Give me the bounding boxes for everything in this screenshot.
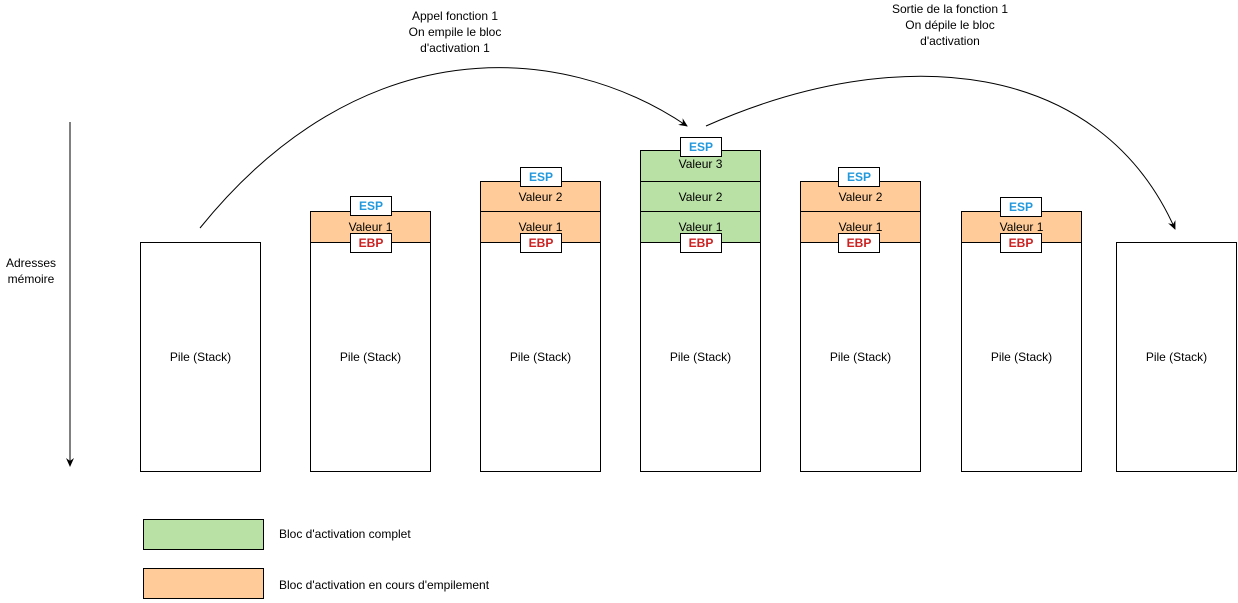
stack-1: Pile (Stack) — [140, 242, 261, 472]
esp-register: ESP — [680, 137, 722, 157]
stack-label: Pile (Stack) — [1145, 350, 1208, 364]
stack-3: Pile (Stack) — [480, 242, 601, 472]
value-2-block: Valeur 2 — [800, 181, 921, 212]
stack-7: Pile (Stack) — [1116, 242, 1237, 472]
stack-label: Pile (Stack) — [669, 350, 732, 364]
call-annotation-line: On empile le bloc — [408, 25, 502, 39]
memory-axis-label: Adresses mémoire — [0, 255, 62, 287]
call-arrow — [199, 67, 688, 229]
stack-label: Pile (Stack) — [169, 350, 232, 364]
ebp-register: EBP — [350, 233, 392, 253]
legend-swatch-in-progress — [143, 568, 264, 599]
esp-register: ESP — [838, 167, 880, 187]
esp-register: ESP — [520, 167, 562, 187]
call-annotation-line: d'activation 1 — [420, 41, 490, 55]
stack-2: Pile (Stack) — [310, 242, 431, 472]
value-label: Valeur 1 — [999, 220, 1044, 234]
value-3-block: Valeur 3 — [640, 150, 761, 182]
value-label: Valeur 1 — [678, 220, 723, 234]
value-2-block: Valeur 2 — [640, 181, 761, 212]
exit-annotation-line: On dépile le bloc — [905, 18, 995, 32]
stack-6: Pile (Stack) — [961, 242, 1082, 472]
call-annotation: Appel fonction 1 On empile le bloc d'act… — [380, 8, 530, 56]
stack-5: Pile (Stack) — [800, 242, 921, 472]
ebp-register: EBP — [1000, 233, 1042, 253]
exit-annotation-line: d'activation — [920, 34, 980, 48]
call-annotation-line: Appel fonction 1 — [411, 9, 499, 23]
exit-annotation-line: Sortie de la fonction 1 — [891, 2, 1009, 16]
value-label: Valeur 2 — [678, 189, 723, 204]
exit-annotation: Sortie de la fonction 1 On dépile le blo… — [870, 1, 1030, 49]
stack-label: Pile (Stack) — [829, 350, 892, 364]
stack-label: Pile (Stack) — [990, 350, 1053, 364]
esp-register: ESP — [350, 196, 392, 216]
esp-register: ESP — [1000, 197, 1042, 217]
value-label: Valeur 2 — [518, 189, 563, 204]
value-label: Valeur 1 — [518, 220, 563, 234]
value-label: Valeur 2 — [838, 189, 883, 204]
axis-label-line1: Adresses — [5, 256, 57, 270]
ebp-register: EBP — [520, 233, 562, 253]
value-label: Valeur 1 — [348, 220, 393, 234]
legend-label-complete: Bloc d'activation complet — [279, 527, 411, 541]
exit-arrow — [705, 75, 1176, 230]
legend-swatch-complete — [143, 519, 264, 550]
stack-4: Pile (Stack) — [640, 242, 761, 472]
stack-label: Pile (Stack) — [509, 350, 572, 364]
ebp-register: EBP — [680, 233, 722, 253]
ebp-register: EBP — [838, 233, 880, 253]
value-label: Valeur 3 — [678, 157, 723, 171]
axis-label-line2: mémoire — [7, 272, 55, 286]
legend-label-in-progress: Bloc d'activation en cours d'empilement — [279, 578, 490, 592]
value-label: Valeur 1 — [838, 220, 883, 234]
stack-label: Pile (Stack) — [339, 350, 402, 364]
